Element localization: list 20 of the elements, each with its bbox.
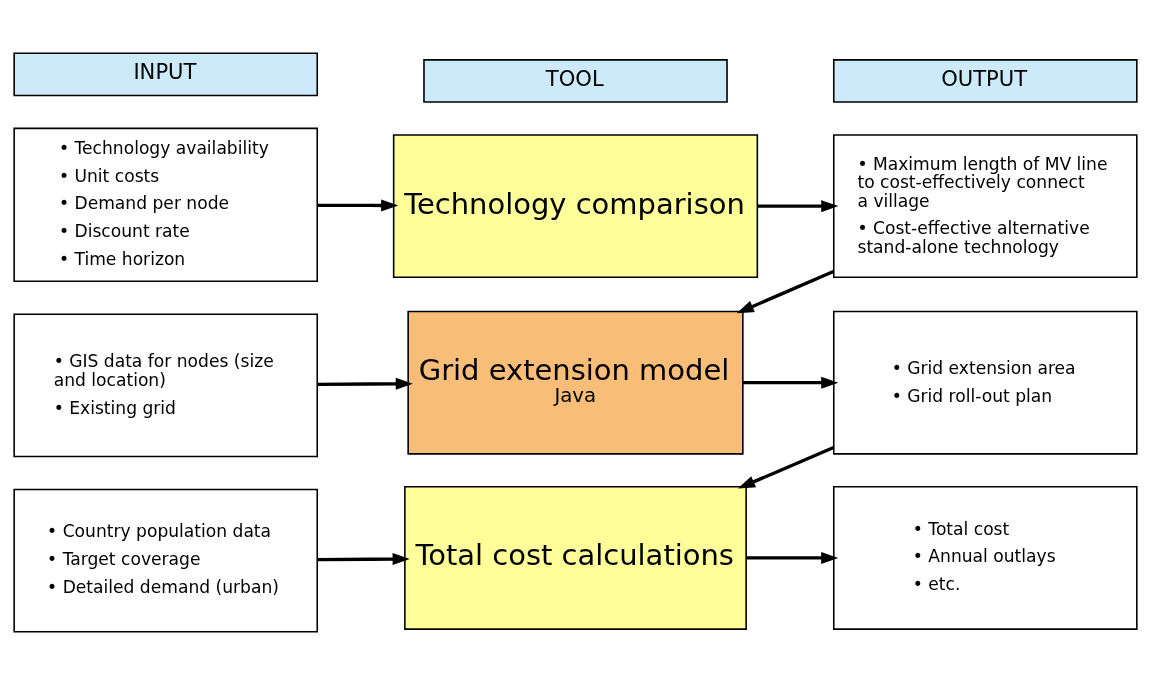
arrow [736,269,835,314]
node-box: • Maximum length of MV line to cost-effectively connect a village • Cost-effective alternative stand-alone technology [832,134,1138,279]
node-box: • GIS data for nodes (size and location) • Existing grid [13,313,319,458]
arrow [746,551,839,564]
node-box: Total cost calculations [404,486,747,630]
arrow [317,553,410,566]
arrow [737,445,835,489]
node-box: INPUT [13,52,319,97]
node-box: Technology comparison [392,134,759,279]
node-box: Grid extension model Java [407,310,744,455]
node-box: • Technology availability • Unit costs • Demand per node • Discount rate • Time horizon [13,127,319,283]
node-box: OUTPUT [832,59,1138,103]
node-box: • Country population data • Target coverage • Detailed demand (urban) [13,488,319,633]
arrow [757,200,839,213]
node-box: TOOL [423,59,728,103]
node-box: • Grid extension area • Grid roll-out plan [832,310,1138,455]
arrow [743,376,839,389]
node-box: • Total cost • Annual outlays • etc. [832,486,1138,630]
arrow [317,199,399,212]
arrow [317,377,413,390]
